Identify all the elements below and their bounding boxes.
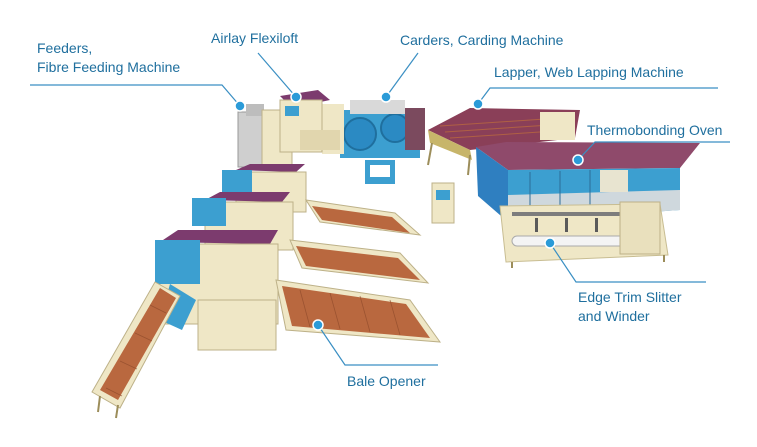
leader-bale-opener <box>317 324 438 366</box>
label-carders: Carders, Carding Machine <box>400 32 564 48</box>
front-conveyor <box>91 281 181 419</box>
leader-lapper <box>477 87 718 105</box>
label-lapper: Lapper, Web Lapping Machine <box>494 64 684 80</box>
markers <box>234 91 584 331</box>
leader-lines <box>30 52 730 366</box>
label-slitter-line1: Edge Trim Slitter <box>578 289 682 305</box>
label-feeders-line2: Fibre Feeding Machine <box>37 59 181 75</box>
label-oven: Thermobonding Oven <box>587 122 723 138</box>
slitter-winder <box>499 201 669 268</box>
marker-feeders <box>234 100 246 112</box>
leader-oven <box>577 141 730 161</box>
marker-carders <box>380 91 392 103</box>
carding-machine <box>322 100 425 184</box>
leader-slitter <box>549 242 706 283</box>
lapper-machine <box>427 108 580 176</box>
label-slitter: Edge Trim Slitter and Winder <box>578 288 681 326</box>
leader-airlay <box>257 52 297 98</box>
marker-lapper <box>472 98 484 110</box>
label-feeders-line1: Feeders, <box>37 40 93 56</box>
marker-bale-opener <box>312 319 324 331</box>
label-bale-opener: Bale Opener <box>347 373 426 389</box>
airlay-flexiloft <box>279 90 340 153</box>
leader-feeders <box>30 84 241 107</box>
leader-carders <box>385 52 419 98</box>
bale-opener-2 <box>192 192 430 284</box>
control-cabinet <box>431 182 455 224</box>
label-feeders: Feeders, Fibre Feeding Machine <box>37 39 180 77</box>
marker-slitter <box>544 237 556 249</box>
label-airlay: Airlay Flexiloft <box>211 30 299 46</box>
marker-airlay <box>290 91 302 103</box>
marker-oven <box>572 154 584 166</box>
label-slitter-line2: and Winder <box>578 308 650 324</box>
